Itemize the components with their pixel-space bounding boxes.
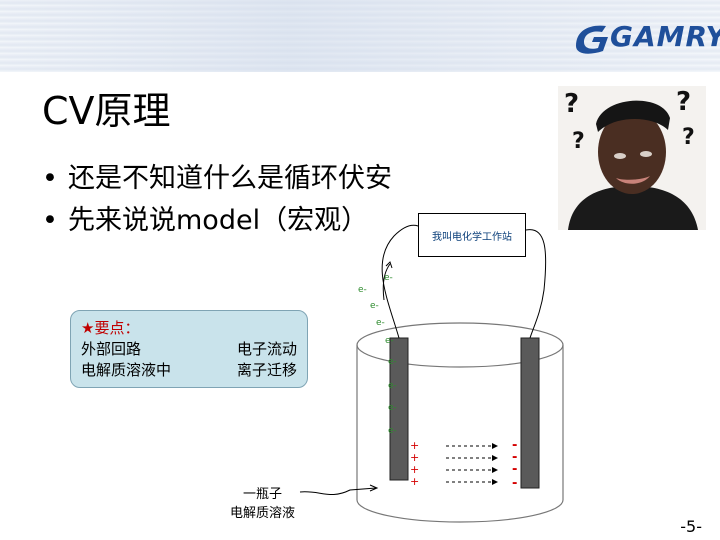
page-title: CV原理: [42, 89, 171, 133]
logo-text: GAMRY: [610, 20, 720, 53]
key-point-row: 电解质溶液中 离子迁移: [81, 359, 297, 380]
electron-label: e-: [388, 426, 397, 436]
plus-sign: +: [410, 463, 419, 476]
bullet-list: • 还是不知道什么是循环伏安 • 先来说说model（宏观）: [42, 158, 392, 242]
bullet-text: 先来说说model（宏观）: [68, 205, 369, 236]
bullet-text: 还是不知道什么是循环伏安: [68, 163, 392, 194]
electron-flow-arrow: [382, 263, 391, 301]
gamry-logo: [576, 25, 608, 54]
confused-face-image: ? ? ? ?: [558, 86, 706, 230]
plus-sign: +: [410, 451, 419, 464]
minus-sign: -: [512, 462, 517, 477]
page-number: -5-: [680, 517, 702, 536]
electron-label: e-: [388, 357, 397, 367]
electron-label: e-: [388, 403, 397, 413]
plus-sign: +: [410, 439, 419, 452]
key-point-row: 外部回路 电子流动: [81, 338, 297, 359]
bullet-item: • 还是不知道什么是循环伏安: [42, 158, 392, 200]
bullet-item: • 先来说说model（宏观）: [42, 200, 392, 242]
minus-sign: -: [512, 476, 517, 491]
question-mark-icon: ?: [572, 129, 585, 154]
arrow-head-icon: [369, 484, 379, 492]
plus-sign: +: [410, 475, 419, 488]
bottle-body: [356, 345, 564, 523]
question-mark-icon: ?: [682, 125, 695, 150]
key-points-title: ★要点：: [81, 319, 140, 337]
question-mark-icon: ?: [564, 89, 579, 119]
key-point-left: 外部回路: [81, 340, 142, 358]
minus-sign: -: [512, 450, 517, 465]
electron-label: e-: [385, 336, 394, 346]
electron-label: e-: [358, 285, 367, 295]
key-point-left: 电解质溶液中: [81, 361, 172, 379]
electron-label: e-: [384, 273, 393, 283]
key-points-box: ★要点： 外部回路 电子流动 电解质溶液中 离子迁移: [70, 310, 308, 388]
electron-label: e-: [370, 301, 379, 311]
electron-label: e-: [376, 318, 385, 328]
workstation-label: 我叫电化学工作站: [432, 231, 512, 243]
right-wire: [525, 229, 547, 339]
bottle-label: 一瓶子 电解质溶液: [230, 485, 295, 523]
header-band: [0, 0, 720, 72]
electron-label: e-: [388, 381, 397, 391]
electrochemical-workstation-box: 我叫电化学工作站: [418, 213, 526, 257]
right-electrode: [520, 337, 540, 489]
question-mark-icon: ?: [676, 87, 691, 117]
bottle-label-line2: 电解质溶液: [230, 506, 296, 521]
minus-sign: -: [512, 438, 517, 453]
ion-arrow-heads: [492, 443, 498, 485]
bullet-marker: •: [42, 205, 58, 236]
label-pointer-line: [299, 487, 377, 495]
key-point-right: 电子流动: [236, 340, 297, 358]
key-point-right: 离子迁移: [236, 361, 297, 379]
arrow-head-icon: [385, 261, 393, 269]
ion-migration-arrows: [446, 445, 492, 483]
bullet-marker: •: [42, 163, 58, 194]
bottle-label-line1: 一瓶子: [243, 487, 283, 502]
left-wire: [381, 224, 419, 339]
